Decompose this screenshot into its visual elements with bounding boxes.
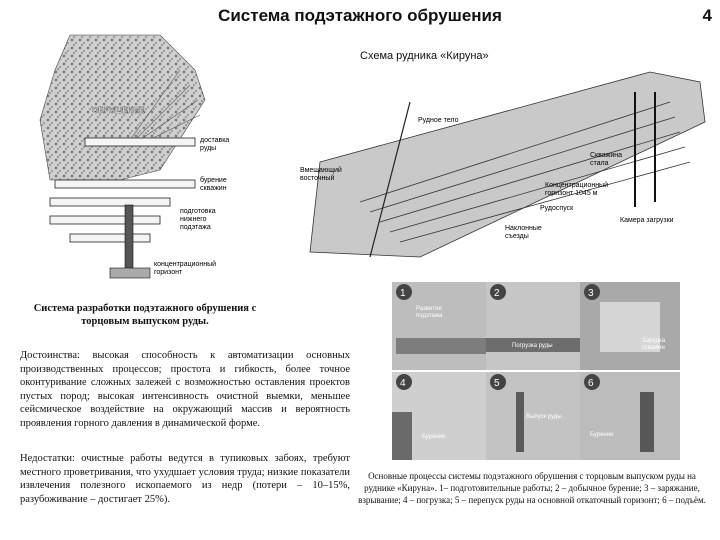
shafts <box>634 92 656 207</box>
panel-4: 4 Бурение <box>392 372 488 460</box>
svg-text:3: 3 <box>588 288 594 299</box>
svg-text:Бурение: Бурение <box>422 434 446 440</box>
svg-text:1: 1 <box>400 288 406 299</box>
label-ore-body: Рудное тело <box>418 117 459 124</box>
ramp <box>369 101 411 258</box>
svg-text:4: 4 <box>400 378 406 389</box>
drill-fans <box>129 69 201 143</box>
advantages-paragraph: Достоинства: высокая способность к автом… <box>20 350 350 429</box>
svg-text:Бурение: Бурение <box>590 432 614 438</box>
left-diagram-caption: Система разработки подэтажного обрушения… <box>33 303 257 327</box>
concentration-level <box>109 267 151 279</box>
scheme-title: Схема рудника «Кируна» <box>360 50 489 62</box>
panel-5: 5 Выпуск руды <box>486 372 582 460</box>
page-title: Система подэтажного обрушения <box>218 6 502 25</box>
label-caving: ОБРУШЕНИЕ <box>92 106 145 115</box>
label-loading-chamber: Камера загрузки <box>620 217 674 224</box>
ore-body <box>309 71 706 258</box>
sublevel-drifts <box>49 137 196 243</box>
panels-caption: Основные процессы системы подэтажного об… <box>358 471 706 505</box>
svg-text:2: 2 <box>494 288 500 299</box>
svg-text:Выпуск руды: Выпуск руды <box>526 414 562 420</box>
label-ore-pass: Рудоспуск <box>540 205 574 212</box>
ore-pass <box>124 204 134 276</box>
svg-text:Погрузка руды: Погрузка руды <box>512 343 553 349</box>
sublevel-lines <box>359 101 691 243</box>
panel-2: 2 Погрузка руды <box>486 282 582 370</box>
panel-6: 6 Бурение <box>580 372 680 460</box>
svg-text:6: 6 <box>588 378 594 389</box>
page-number: 4 <box>702 6 712 25</box>
svg-text:5: 5 <box>494 378 500 389</box>
disadvantages-paragraph: Недостатки: очистные работы ведутся в ту… <box>20 453 350 505</box>
